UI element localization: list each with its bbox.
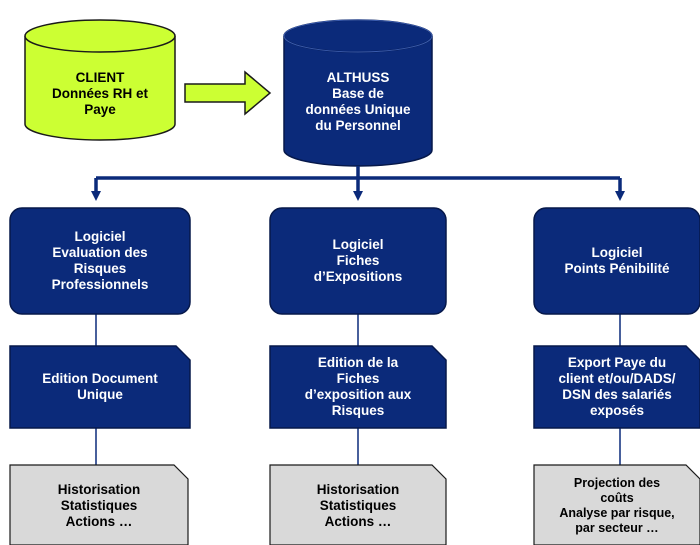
- result-box-expositions: [269, 464, 447, 545]
- software-box-expositions: [269, 207, 447, 315]
- output-box-penibilite: [533, 345, 700, 429]
- client-database-label: CLIENT Données RH et Paye: [51, 70, 149, 117]
- output-box-expositions: [269, 345, 447, 429]
- software-box-risques: [9, 207, 191, 315]
- software-label-risques: Logiciel Evaluation des Risques Professi…: [51, 229, 149, 292]
- software-box-penibilite: [533, 207, 700, 315]
- software-label-penibilite: Logiciel Points Pénibilité: [564, 245, 670, 276]
- result-box-risques: [9, 464, 189, 545]
- result-label-penibilite: Projection des coûts Analyse par risque,…: [559, 476, 675, 535]
- transfer-arrow-icon: [184, 70, 272, 116]
- client-database-icon: [24, 19, 176, 141]
- output-box-risques: [9, 345, 191, 429]
- column-links: [95, 314, 621, 465]
- result-label-expositions: Historisation Statistiques Actions …: [316, 482, 400, 529]
- althuss-database-label: ALTHUSS Base de données Unique du Person…: [305, 70, 411, 133]
- output-label-penibilite: Export Paye du client et/ou/DADS/ DSN de…: [558, 355, 676, 418]
- software-label-expositions: Logiciel Fiches d’Expositions: [313, 237, 403, 284]
- output-label-expositions: Edition de la Fiches d’exposition aux Ri…: [304, 355, 412, 418]
- althuss-database-icon: [283, 19, 433, 167]
- result-box-penibilite: [533, 464, 700, 545]
- output-label-risques: Edition Document Unique: [42, 371, 158, 402]
- connector-lines: [91, 166, 625, 201]
- result-label-risques: Historisation Statistiques Actions …: [57, 482, 141, 529]
